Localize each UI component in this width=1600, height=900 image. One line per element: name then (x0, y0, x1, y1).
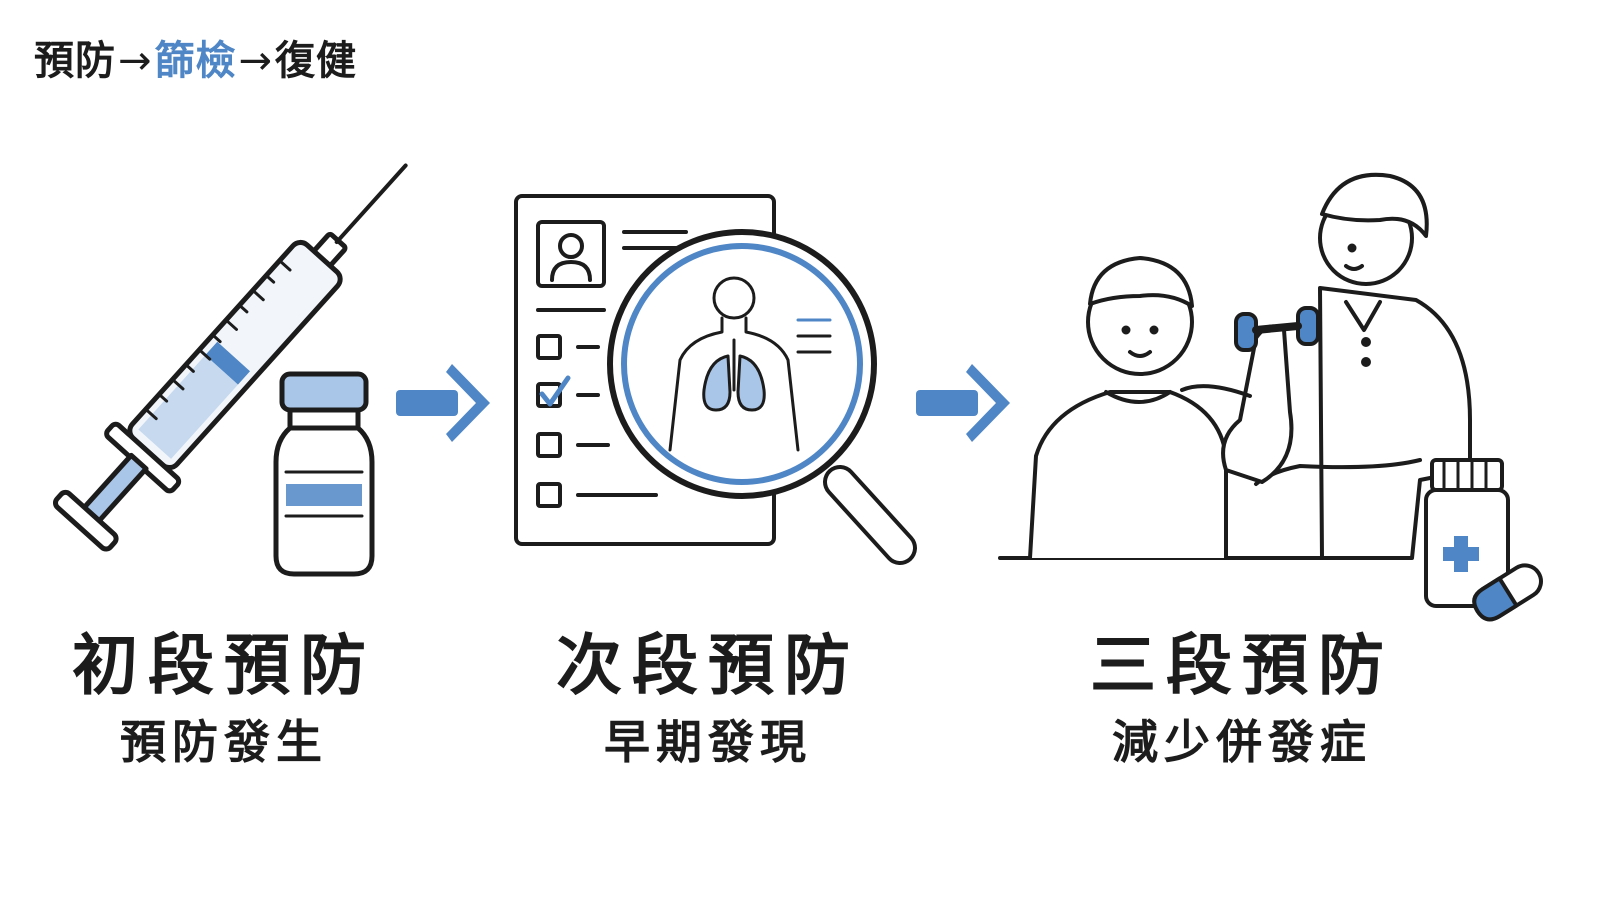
stage-subtitle-primary: 預防發生 (120, 715, 328, 769)
stage-subtitle-tertiary: 減少併發症 (1112, 715, 1372, 769)
medicine-bottle-icon (1424, 458, 1510, 608)
stage-title-primary: 初段預防 (72, 627, 376, 704)
stage-title-tertiary: 三段預防 (1090, 627, 1394, 704)
title-arrow-2: → (238, 38, 274, 84)
title-part-rehab: 復健 (275, 38, 358, 84)
stage-subtitle-secondary: 早期發現 (604, 715, 812, 769)
capsule-icon (1472, 563, 1543, 622)
title-part-screening: 篩檢 (154, 38, 237, 84)
title-arrow-1: → (118, 38, 153, 84)
arrow-right-icon (396, 364, 490, 442)
magnifier-checklist-icon (514, 194, 917, 565)
lungs-body-icon (668, 276, 832, 452)
patient-figure (1028, 256, 1294, 560)
syringe-icon (52, 163, 408, 552)
rehab-therapist-icon (998, 172, 1543, 622)
arrow-right-icon (916, 364, 1010, 442)
title-part-prevention: 預防 (34, 38, 116, 84)
syringe-vial-icon (52, 163, 408, 577)
therapist-figure (1254, 172, 1472, 560)
stage-title-secondary: 次段預防 (556, 627, 860, 704)
page-title: 預防→篩檢→復健 (34, 28, 357, 86)
dumbbell-icon (1234, 306, 1320, 352)
vial-icon (273, 371, 375, 577)
